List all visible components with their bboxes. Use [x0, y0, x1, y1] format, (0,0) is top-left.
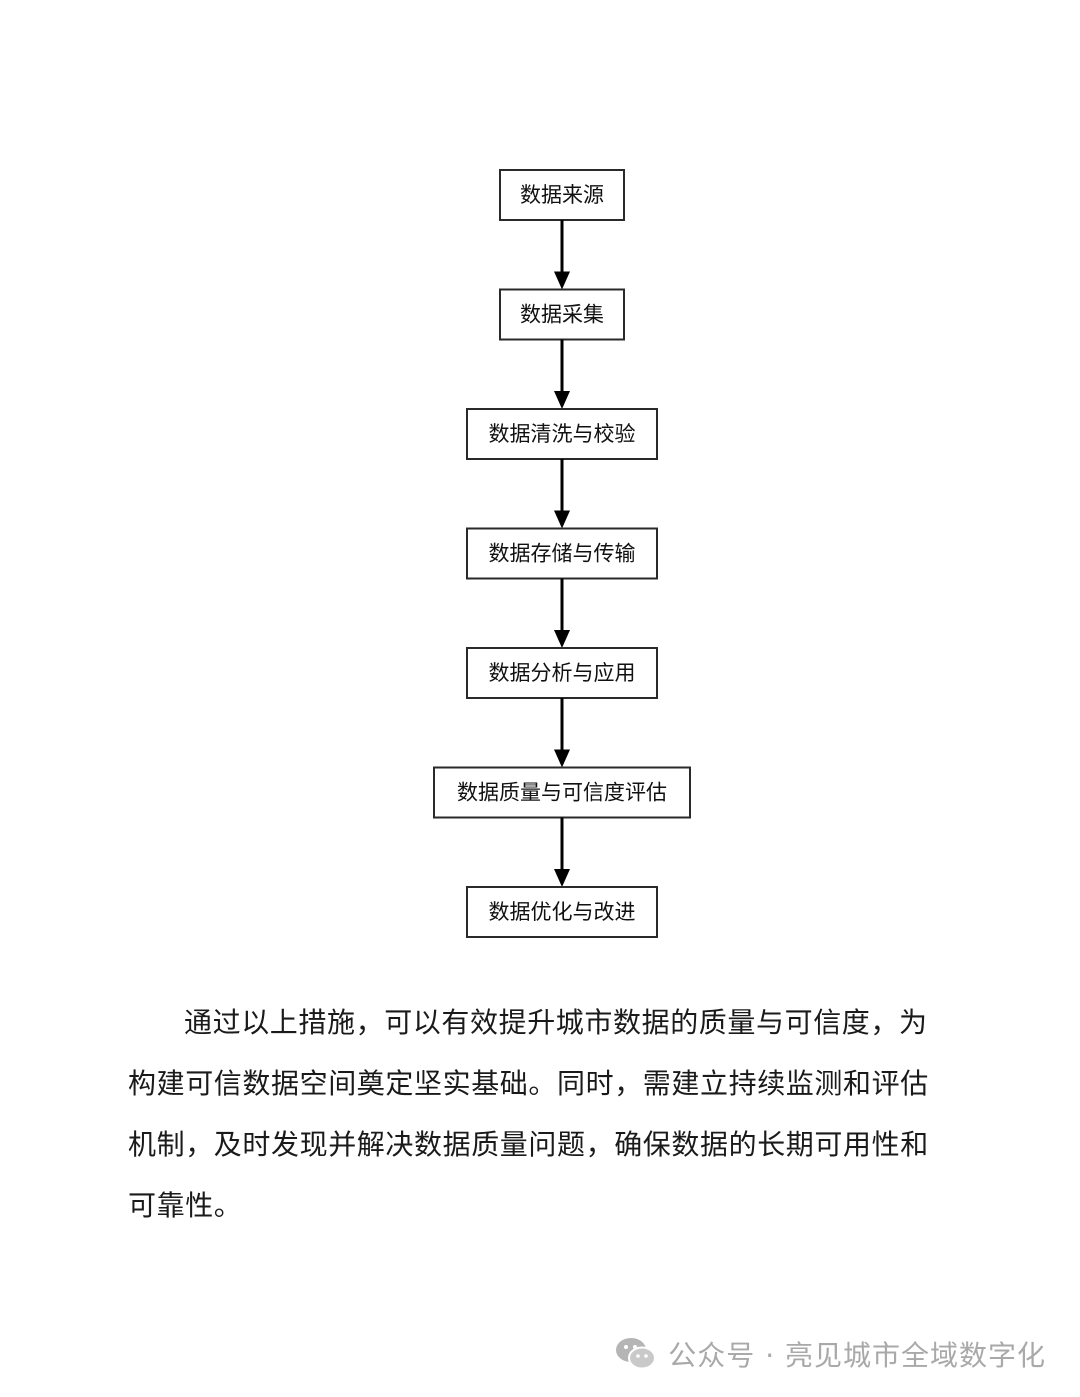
flow-step-label: 数据清洗与校验	[489, 422, 636, 446]
flow-step-label: 数据分析与应用	[489, 661, 636, 685]
flow-step-box	[433, 766, 691, 819]
flow-arrow-2	[554, 339, 570, 409]
footer-text: 公众号 · 亮见城市全域数字化	[668, 1339, 1046, 1372]
flow-step-box	[466, 886, 658, 938]
wechat-icon	[614, 1335, 658, 1373]
flow-step-label: 数据来源	[520, 183, 604, 207]
flow-step-label: 数据质量与可信度评估	[457, 781, 667, 805]
flow-step-4: 数据存储与传输	[466, 527, 658, 580]
flow-step-1: 数据来源	[499, 169, 625, 221]
flow-step-2: 数据采集	[499, 288, 625, 341]
flow-arrow-4	[554, 578, 570, 648]
flowchart: 数据来源数据采集数据清洗与校验数据存储与传输数据分析与应用数据质量与可信度评估数…	[433, 169, 691, 938]
footer-attribution: 公众号 · 亮见城市全域数字化	[614, 1330, 1046, 1378]
flow-step-label: 数据存储与传输	[489, 542, 636, 566]
flow-step-box	[466, 408, 658, 460]
body-paragraph: 通过以上措施，可以有效提升城市数据的质量与可信度，为构建可信数据空间奠定坚实基础…	[128, 1006, 929, 1222]
flow-arrow-5	[554, 698, 570, 768]
flow-arrow-3	[554, 459, 570, 529]
flow-step-label: 数据采集	[520, 303, 604, 327]
flow-step-6: 数据质量与可信度评估	[433, 766, 691, 819]
flow-step-box	[466, 647, 658, 699]
flow-step-box	[499, 169, 625, 221]
flow-step-box	[499, 288, 625, 341]
flow-arrow-1	[554, 220, 570, 290]
flow-step-3: 数据清洗与校验	[466, 408, 658, 460]
flow-arrow-6	[554, 817, 570, 887]
flow-step-7: 数据优化与改进	[466, 886, 658, 938]
flow-step-5: 数据分析与应用	[466, 647, 658, 699]
flow-step-label: 数据优化与改进	[489, 900, 636, 924]
